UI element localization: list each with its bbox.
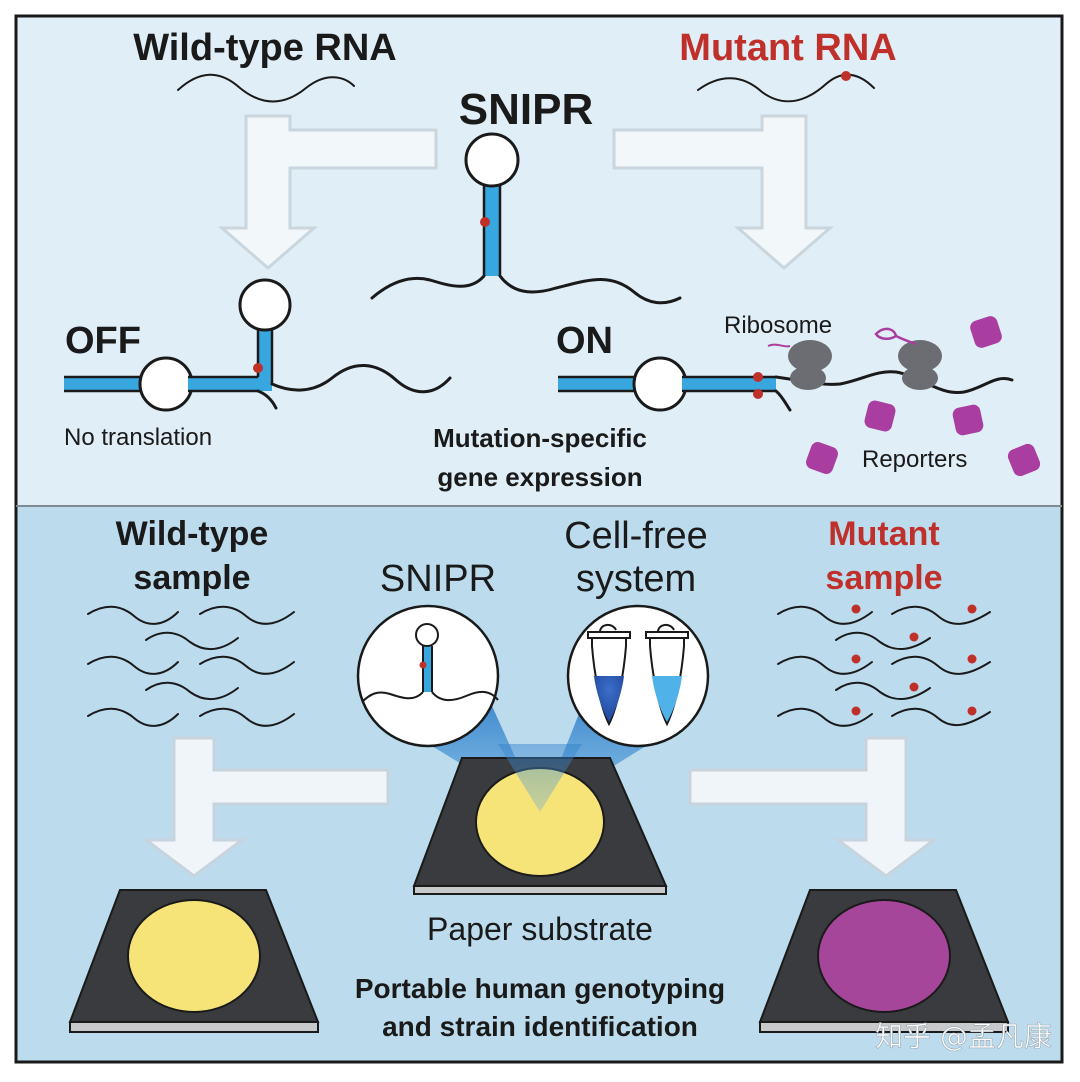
snipr-sample-label: SNIPR <box>380 558 496 600</box>
reporter-protein <box>806 442 838 474</box>
reporter-protein <box>970 316 1002 348</box>
cellfree-line1: Cell-free <box>564 515 708 557</box>
snipr-hairpin <box>370 132 682 305</box>
reporter-protein <box>864 400 896 432</box>
off-construct <box>64 278 452 412</box>
on-construct <box>558 356 1014 412</box>
outer-frame <box>14 14 1064 1064</box>
mutant-rna-cluster <box>777 604 991 727</box>
tube-light-icon <box>645 624 689 727</box>
watermark: 知乎 @孟凡康 <box>875 1020 1052 1053</box>
wildtype-sample-line2: sample <box>133 559 250 597</box>
reporter-protein <box>1007 443 1041 477</box>
reporter-protein <box>952 404 984 436</box>
cellfree-line2: system <box>576 558 696 600</box>
no-translation-label: No translation <box>64 424 212 451</box>
snipr-title: SNIPR <box>459 85 593 134</box>
wildtype-rna-title: Wild-type RNA <box>133 27 397 69</box>
wildtype-rna-cluster <box>87 605 295 727</box>
ribosome-2 <box>874 327 942 390</box>
mutant-result-pad <box>758 889 1010 1033</box>
mutant-sample-line2: sample <box>825 559 942 597</box>
mutation-dot <box>841 71 851 81</box>
wildtype-result-pad <box>68 889 320 1033</box>
paper-substrate-pad <box>412 744 668 895</box>
ribosome-1 <box>767 340 832 390</box>
arrow-mutant-to-on <box>612 114 835 270</box>
reporters-label: Reporters <box>862 446 967 473</box>
wildtype-rna-strand <box>177 73 355 103</box>
top-caption-line2: gene expression <box>437 462 642 492</box>
snipr-zoom-circle <box>356 604 500 748</box>
arrow-wildtype-to-off <box>217 114 438 270</box>
mutant-rna-title: Mutant RNA <box>679 27 896 69</box>
top-caption-line1: Mutation-specific <box>433 423 647 453</box>
on-label: ON <box>556 320 613 362</box>
tube-dark-icon <box>587 624 631 727</box>
bottom-caption-line2: and strain identification <box>382 1011 698 1042</box>
mutant-sample-line1: Mutant <box>828 515 939 553</box>
bottom-caption-line1: Portable human genotyping <box>355 973 725 1004</box>
ribosome-label: Ribosome <box>724 312 832 339</box>
cellfree-zoom-circle <box>566 604 710 748</box>
wildtype-sample-line1: Wild-type <box>116 515 269 553</box>
arrow-mutant-sample-to-pad <box>688 736 939 878</box>
arrow-wildtype-sample-to-pad <box>141 736 390 878</box>
off-label: OFF <box>65 320 141 362</box>
paper-substrate-label: Paper substrate <box>427 911 653 947</box>
